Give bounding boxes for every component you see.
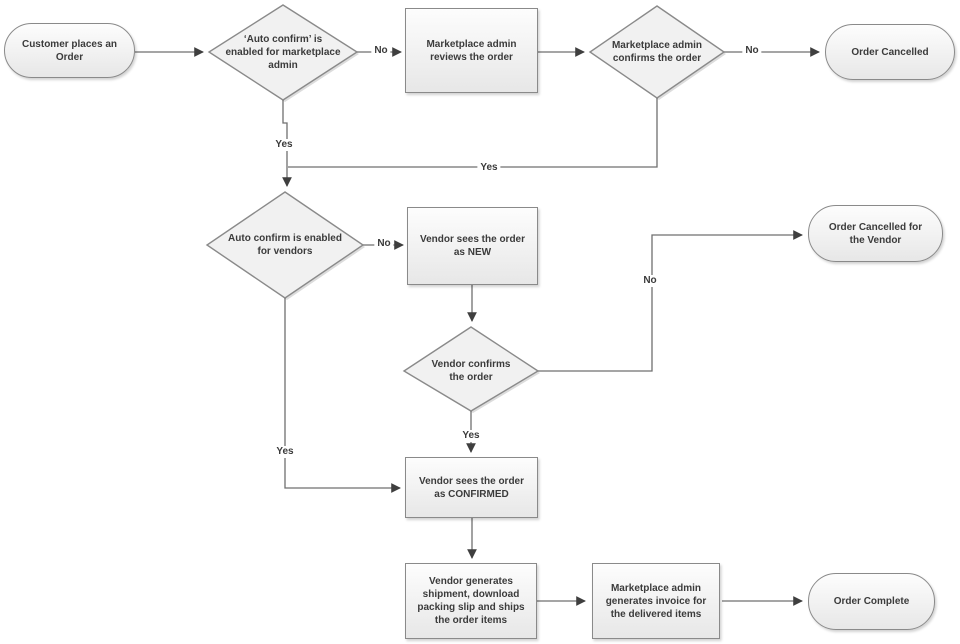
node-admin-reviews-order: Marketplace admin reviews the order xyxy=(405,8,538,93)
node-admin-generates-invoice: Marketplace admin generates invoice for … xyxy=(592,563,720,639)
node-label: ‘Auto confirm’ is enabled for marketplac… xyxy=(225,33,341,71)
node-label: Order Complete xyxy=(833,596,910,607)
node-auto-confirm-admin: ‘Auto confirm’ is enabled for marketplac… xyxy=(213,22,353,82)
node-admin-confirms-order: Marketplace admin confirms the order xyxy=(590,30,724,74)
node-customer-places-order: Customer places an Order xyxy=(4,23,135,78)
node-vendor-confirms-order: Vendor confirms the order xyxy=(406,350,536,392)
edge-label-vendor-confirms-no: No xyxy=(640,275,660,287)
node-label: Customer places an Order xyxy=(21,38,118,63)
node-label: Vendor sees the order as NEW xyxy=(419,234,526,258)
node-order-cancelled-vendor: Order Cancelled for the Vendor xyxy=(808,205,943,262)
node-order-complete: Order Complete xyxy=(808,573,935,630)
edge-label-vendor-auto-confirm-no: No xyxy=(374,238,394,250)
edge-vendor-decision-yes-to-confirmed xyxy=(284,298,401,493)
edge-admin-confirm-yes-merge xyxy=(288,98,658,168)
node-label: Order Cancelled for the Vendor xyxy=(828,221,923,246)
edge-label-admin-auto-confirm-no: No xyxy=(371,45,391,57)
node-label: Vendor generates shipment, download pack… xyxy=(417,576,525,626)
node-label: Order Cancelled xyxy=(851,46,929,58)
node-auto-confirm-vendors: Auto confirm is enabled for vendors xyxy=(210,223,360,267)
edge-label-vendor-auto-confirm-yes: Yes xyxy=(273,446,297,458)
node-order-cancelled: Order Cancelled xyxy=(825,24,955,80)
node-label: Vendor confirms the order xyxy=(431,359,511,383)
node-label: Auto confirm is enabled for vendors xyxy=(228,233,342,257)
edge-vendor-confirm-no-to-cancelled-vendor xyxy=(538,230,803,372)
edge-label-vendor-confirms-yes: Yes xyxy=(459,430,483,442)
node-label: Marketplace admin reviews the order xyxy=(426,38,517,63)
node-label: Marketplace admin generates invoice for … xyxy=(605,582,707,620)
node-vendor-ships-order: Vendor generates shipment, download pack… xyxy=(405,563,537,639)
edge-label-admin-auto-confirm-yes: Yes xyxy=(272,139,296,151)
node-vendor-sees-confirmed: Vendor sees the order as CONFIRMED xyxy=(405,457,538,518)
edge-admin-decision-yes-down xyxy=(282,100,292,187)
edge-label-admin-confirms-no: No xyxy=(742,45,762,57)
node-vendor-sees-new: Vendor sees the order as NEW xyxy=(407,207,538,285)
node-label: Marketplace admin confirms the order xyxy=(611,40,703,64)
edge-label-admin-confirms-yes: Yes xyxy=(477,162,501,174)
node-label: Vendor sees the order as CONFIRMED xyxy=(418,475,525,500)
